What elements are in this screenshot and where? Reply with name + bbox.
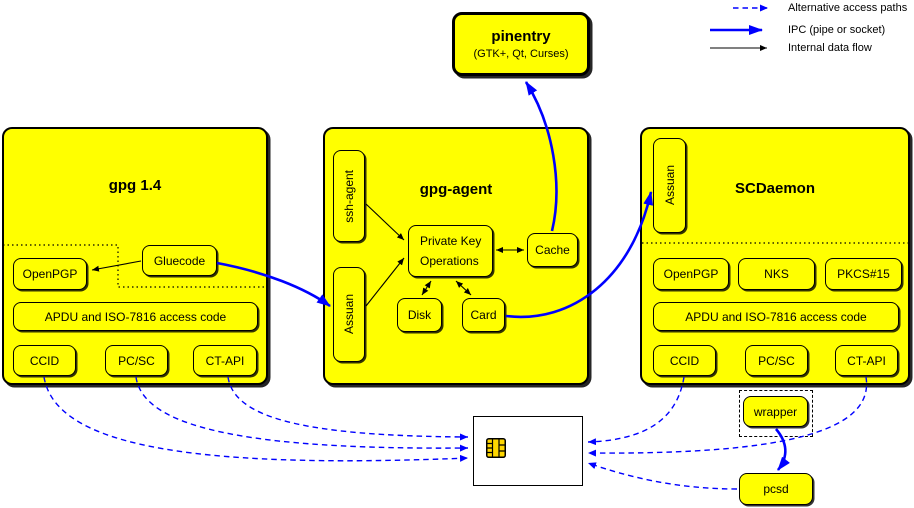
altpath-gpg14-pcsc-to-smartcard (135, 376, 469, 452)
pinentry-subtitle: (GTK+, Qt, Curses) (473, 48, 569, 60)
pcsd-label: pcsd (763, 482, 789, 496)
private-key-operations-node: Private Key Operations (408, 225, 493, 277)
disk-node: Disk (397, 298, 442, 332)
gpg-agent-ssh-agent-node: ssh-agent (333, 150, 365, 242)
gpg14-ctapi-label: CT-API (205, 353, 245, 368)
altpath-pcsd-to-smartcard (587, 462, 738, 490)
cache-node: Cache (527, 233, 578, 267)
scdaemon-nks-label: NKS (764, 267, 789, 281)
wrapper-node: wrapper (743, 396, 808, 427)
gpg14-title: gpg 1.4 (108, 177, 162, 194)
gpg14-ccid-node: CCID (13, 345, 76, 376)
card-label: Card (470, 308, 497, 322)
scdaemon-assuan-label: Assuan (662, 165, 677, 206)
smartcard (473, 416, 583, 486)
pcsd-node: pcsd (739, 473, 813, 505)
legend-alt-access-label: Alternative access paths (788, 2, 908, 14)
scdaemon-ctapi-node: CT-API (835, 345, 898, 376)
altpath-gpg14-ctapi-to-smartcard (227, 376, 469, 441)
gpg14-apdu-label: APDU and ISO-7816 access code (44, 309, 227, 324)
gpg14-ccid-label: CCID (29, 353, 60, 368)
gpg14-gluecode-label: Gluecode (153, 253, 206, 268)
gpg14-pcsc-node: PC/SC (105, 345, 168, 376)
scdaemon-title: SCDaemon (734, 180, 816, 197)
scdaemon-box (640, 127, 910, 385)
legend-internal-flow-label: Internal data flow (788, 42, 872, 54)
altpath-gpg14-ccid-to-smartcard (43, 376, 469, 462)
scdaemon-ctapi-label: CT-API (847, 353, 886, 368)
scdaemon-ccid-node: CCID (653, 345, 716, 376)
gpg-agent-assuan-node: Assuan (333, 267, 365, 362)
scdaemon-ccid-label: CCID (669, 353, 700, 368)
gpg14-gluecode-node: Gluecode (142, 245, 217, 276)
gpg14-ctapi-node: CT-API (193, 345, 257, 376)
gpg14-openpgp-node: OpenPGP (13, 258, 87, 290)
legend-ipc-label: IPC (pipe or socket) (788, 24, 886, 36)
pko-line2: Operations (420, 254, 479, 268)
scdaemon-openpgp-node: OpenPGP (653, 258, 729, 290)
altpath-scdaemon-ctapi-to-smartcard (587, 376, 868, 457)
gpg14-openpgp-label: OpenPGP (22, 267, 78, 281)
cache-label: Cache (535, 243, 570, 257)
scdaemon-pkcs15-label: PKCS#15 (837, 267, 890, 281)
gpg-agent-assuan-label: Assuan (342, 294, 356, 335)
scdaemon-openpgp-label: OpenPGP (663, 267, 719, 281)
altpath-scdaemon-ccid-to-smartcard (587, 376, 685, 446)
scdaemon-pcsc-node: PC/SC (745, 345, 808, 376)
scdaemon-apdu-node: APDU and ISO-7816 access code (653, 302, 899, 331)
disk-label: Disk (407, 308, 432, 322)
gpg-agent-title: gpg-agent (419, 181, 493, 198)
wrapper-label: wrapper (753, 404, 798, 419)
scdaemon-pkcs15-node: PKCS#15 (825, 258, 902, 290)
smartcard-chip-icon (486, 438, 506, 458)
scdaemon-nks-node: NKS (738, 258, 815, 290)
pinentry-box: pinentry (GTK+, Qt, Curses) (452, 12, 590, 76)
pko-line1: Private Key (420, 234, 482, 248)
scdaemon-pcsc-label: PC/SC (758, 353, 795, 368)
gpg14-pcsc-label: PC/SC (118, 353, 155, 368)
scdaemon-assuan-node: Assuan (653, 138, 686, 233)
scdaemon-apdu-label: APDU and ISO-7816 access code (685, 309, 867, 324)
pinentry-title: pinentry (491, 28, 551, 45)
ssh-agent-label: ssh-agent (342, 169, 356, 223)
card-node: Card (462, 298, 505, 332)
gpg14-apdu-node: APDU and ISO-7816 access code (13, 302, 258, 331)
